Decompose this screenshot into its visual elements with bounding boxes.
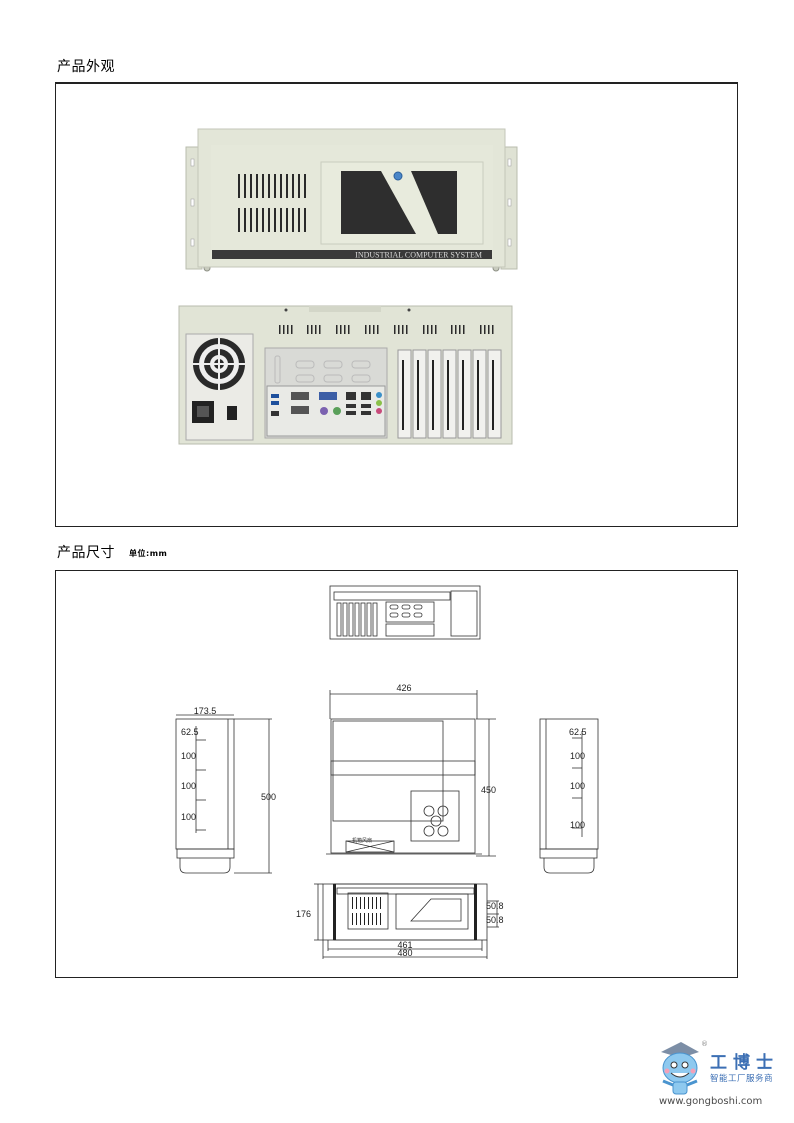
unit-note: 单位:mm — [129, 548, 168, 558]
mascot-icon — [661, 1042, 699, 1095]
technical-drawings: 173.5 62.5 100 100 100 500 426 450 62.5 … — [175, 585, 599, 959]
chassis-front-image: INDUSTRIAL COMPUTER SYSTEM — [185, 128, 518, 272]
gongboshi-logo: ® 工博士 智能工厂服务商 www.gongboshi.com — [655, 1038, 790, 1113]
dim-side-spacing-1: 100 — [181, 751, 196, 761]
dim-outer-width: 480 — [397, 948, 412, 958]
dim-side-depth: 173.5 — [194, 706, 217, 716]
dim-hole-spacing-2: 50.8 — [486, 915, 504, 925]
logo-tagline: 智能工厂服务商 — [710, 1074, 774, 1084]
front-panel-label: INDUSTRIAL COMPUTER SYSTEM — [355, 251, 482, 260]
dim-right-spacing-2: 100 — [570, 781, 585, 791]
dim-length: 500 — [261, 792, 276, 802]
left-side-drawing — [175, 714, 272, 874]
dim-right-spacing-3: 100 — [570, 820, 585, 830]
logo-name: 工博士 — [710, 1053, 779, 1073]
chassis-rear-image — [178, 305, 513, 445]
dimensions-frame: 173.5 62.5 100 100 100 500 426 450 62.5 … — [55, 570, 738, 978]
dim-hole-spacing-1: 50.8 — [486, 901, 504, 911]
dim-width: 426 — [396, 683, 411, 693]
registered-mark: ® — [701, 1040, 708, 1048]
dim-side-spacing-3: 100 — [181, 812, 196, 822]
dim-height: 176 — [296, 909, 311, 919]
dimensions-title: 产品尺寸 — [57, 545, 115, 561]
dim-side-offset: 62.5 — [181, 727, 199, 737]
fan-label: 机箱风扇 — [352, 837, 372, 844]
top-view-drawing — [326, 690, 496, 857]
chassis-photos: INDUSTRIAL COMPUTER SYSTEM — [178, 128, 518, 445]
dim-right-spacing-1: 100 — [570, 751, 585, 761]
appearance-frame: INDUSTRIAL COMPUTER SYSTEM — [55, 82, 738, 527]
right-side-drawing — [539, 718, 599, 874]
logo-url[interactable]: www.gongboshi.com — [659, 1096, 763, 1107]
section-title-appearance: 产品外观 — [57, 59, 115, 75]
section-title-dimensions: 产品尺寸 单位:mm — [57, 542, 167, 562]
dim-inner-width: 461 — [397, 940, 412, 950]
dim-right-offset: 62.5 — [569, 727, 587, 737]
rear-drawing — [329, 585, 481, 640]
dim-side-spacing-2: 100 — [181, 781, 196, 791]
dim-depth: 450 — [481, 785, 496, 795]
